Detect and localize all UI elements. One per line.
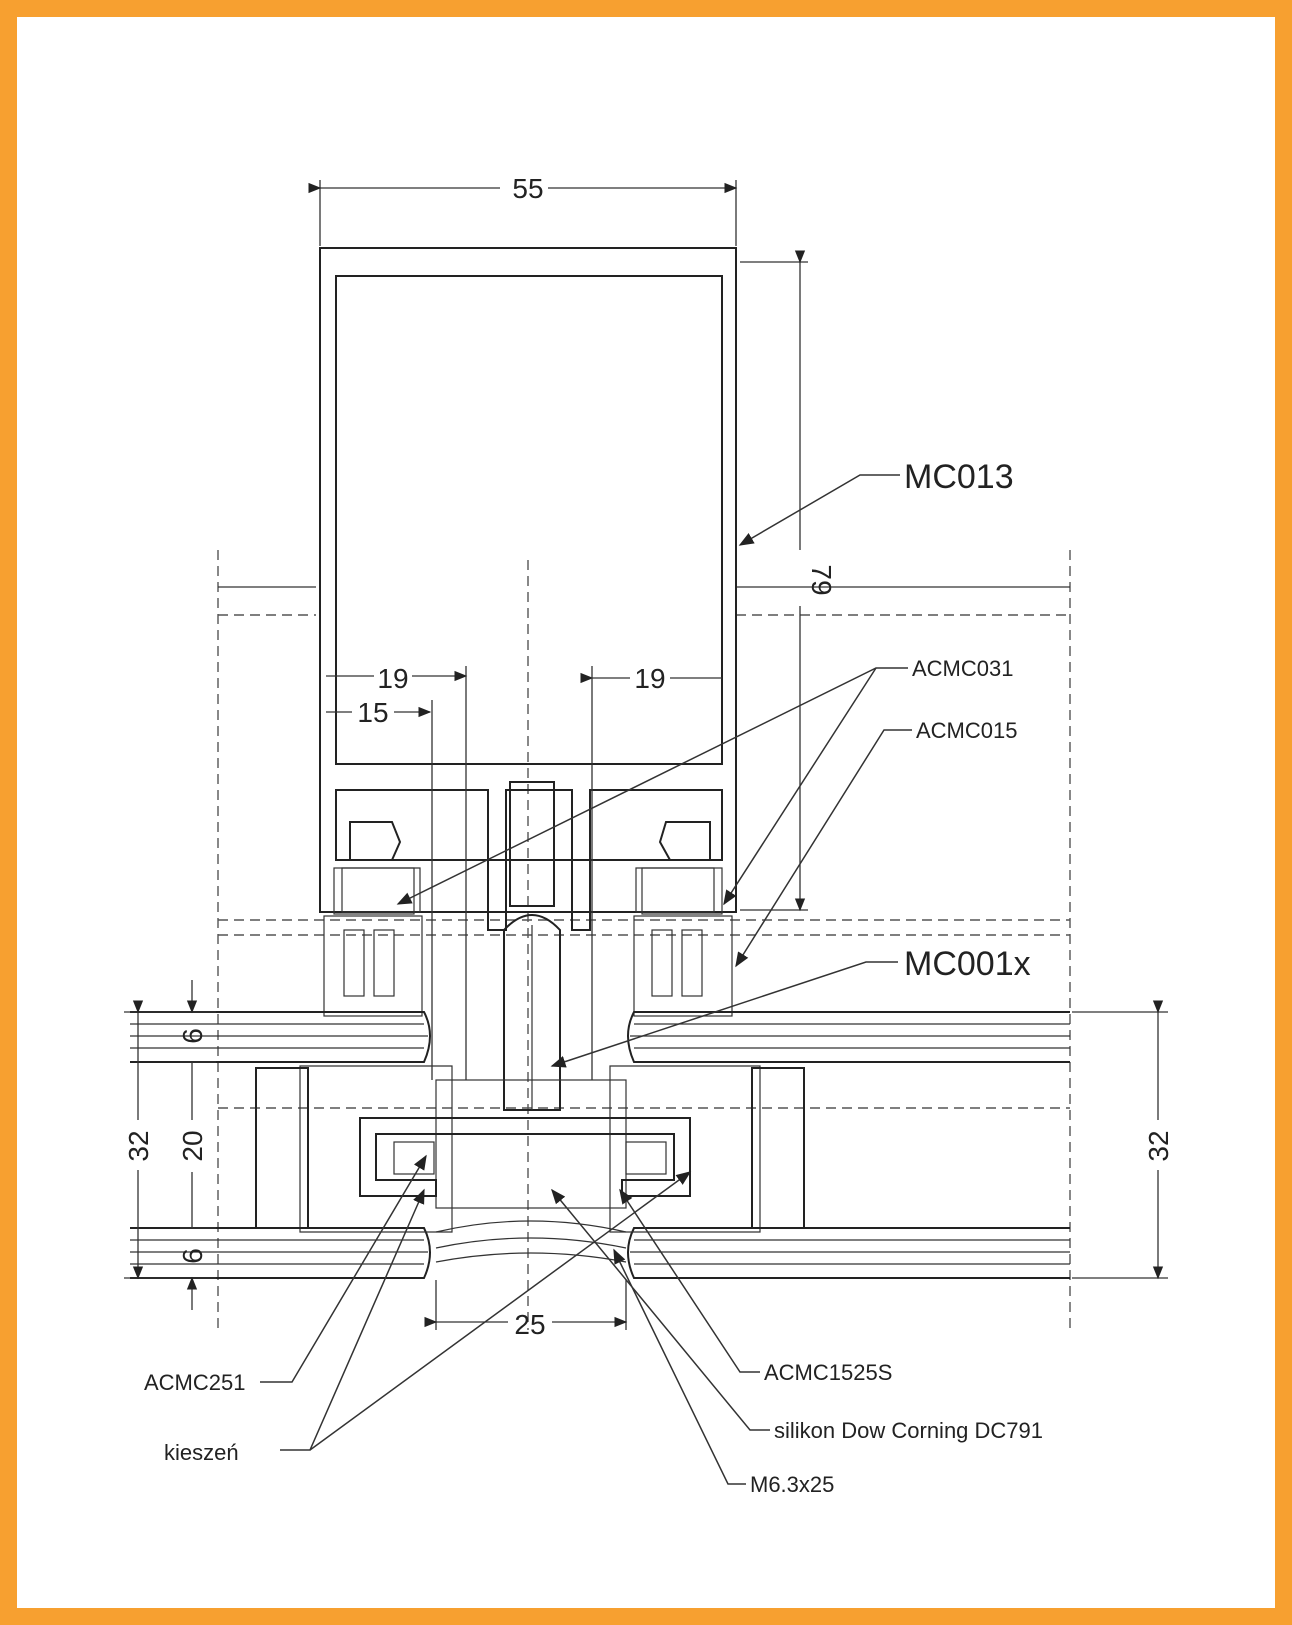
dim-left-15: 15 [357,697,388,728]
dim-width-top: 55 [512,173,543,204]
dim-bottom-25: 25 [514,1309,545,1340]
label-acmc251: ACMC251 [144,1370,245,1395]
gasket-acmc031 [333,867,723,915]
gasket-acmc015 [323,915,733,1017]
label-mc001x: MC001x [904,945,1031,983]
dim-left-32: 32 [123,1130,154,1161]
dashed-guides [217,550,1071,1330]
label-silikon: silikon Dow Corning DC791 [774,1418,1043,1443]
label-screw: M6.3x25 [750,1472,834,1497]
dim-left-20: 20 [177,1130,208,1161]
label-kieszen: kieszeń [164,1440,239,1465]
dim-right-32: 32 [1143,1130,1174,1161]
pocket-profile-acmc251 [359,1117,691,1263]
silicone-dc791 [255,1065,805,1233]
channel-mc001x [503,914,561,1111]
label-acmc015: ACMC015 [916,718,1017,743]
dimension-lines [124,180,1168,1330]
dim-right-19: 19 [634,663,665,694]
dim-left-6-top: 6 [177,1028,208,1044]
label-mc013: MC013 [904,458,1014,496]
dim-height-right: 79 [806,564,837,595]
mullion-profile-mc013 [319,247,737,931]
label-acmc1525s: ACMC1525S [764,1360,892,1385]
leader-lines [260,474,912,1485]
dim-left-6-bottom: 6 [177,1248,208,1264]
dim-left-19: 19 [377,663,408,694]
label-acmc031: ACMC031 [912,656,1013,681]
glass-panes [130,1011,1070,1279]
